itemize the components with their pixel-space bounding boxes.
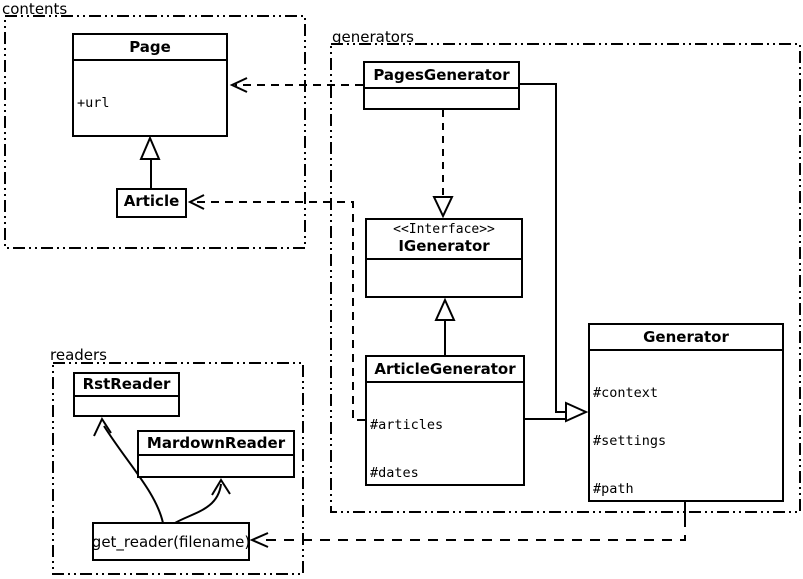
class-name-igenerator: IGenerator [398, 237, 490, 255]
class-box-rstreader: RstReader +read() [73, 372, 180, 417]
class-attributes-pagesgenerator: #pages [365, 87, 518, 108]
class-box-mardownreader: MardownReader +read() [137, 430, 295, 478]
package-border-generators [330, 43, 801, 513]
class-box-igenerator: <<Interface>> IGenerator +generate_conte… [365, 218, 523, 298]
realization-triangle-igenerator [432, 196, 454, 219]
attribute: #settings [593, 433, 667, 449]
class-methods-igenerator: +generate_context() +generate_output() [367, 258, 521, 296]
class-header-igenerator: <<Interface>> IGenerator [367, 220, 521, 258]
arrowhead-mardownreader [211, 478, 231, 496]
attribute: #path [593, 481, 634, 497]
edge-getreader-to-mardownreader [174, 483, 222, 524]
attribute: #context [593, 385, 659, 401]
class-box-pagesgenerator: PagesGenerator #pages [363, 61, 520, 110]
package-label-generators: generators [332, 28, 414, 46]
package-border-contents [4, 15, 306, 249]
inheritance-triangle-igenerator [434, 297, 456, 321]
edge-articlegenerator-to-generator [524, 412, 567, 420]
inheritance-triangle-generator [565, 401, 589, 423]
open-arrowhead-article [187, 194, 205, 210]
class-box-article: Article [116, 188, 187, 218]
attribute: #dates [370, 465, 419, 481]
stereotype-interface: <<Interface>> [393, 222, 495, 237]
class-box-generator: Generator #context #settings #path #them… [588, 323, 784, 502]
class-box-articlegenerator: ArticleGenerator #articles #dates #tags … [365, 355, 525, 486]
node-label-getreader: get_reader(filename) [92, 532, 250, 551]
node-box-getreader: get_reader(filename) [92, 522, 250, 561]
class-box-page: Page +url +slug +summary +check_properti… [72, 33, 228, 137]
class-methods-mardownreader: +read() [139, 454, 293, 476]
package-label-readers: readers [50, 346, 107, 364]
class-name-mardownreader: MardownReader [146, 434, 286, 452]
edge-pagesgenerator-to-generator [519, 83, 566, 413]
class-attributes-articlegenerator: #articles #dates #tags #categories [367, 381, 523, 484]
package-border-readers [52, 362, 304, 575]
class-name-rstreader: RstReader [82, 375, 171, 393]
open-arrowhead-getreader [249, 532, 269, 548]
open-arrowhead-page [229, 77, 248, 93]
class-name-articlegenerator: ArticleGenerator [374, 360, 516, 378]
attribute: +url [77, 95, 110, 111]
edge-articlegenerator-to-article [196, 201, 365, 421]
arrowhead-rstreader [93, 416, 112, 437]
class-attributes-generator: #context #settings #path #theme #output_… [590, 349, 782, 500]
class-name-generator: Generator [643, 328, 729, 346]
class-methods-rstreader: +read() [75, 395, 178, 415]
class-name-pagesgenerator: PagesGenerator [373, 66, 510, 84]
method: +generate_context() [370, 294, 521, 296]
attribute: #articles [370, 417, 444, 433]
edge-generator-to-getreader [258, 517, 686, 541]
class-attributes-page: +url +slug +summary [74, 59, 226, 135]
class-name-article: Article [123, 192, 180, 210]
class-name-page: Page [129, 38, 171, 56]
inheritance-triangle-page [139, 135, 161, 160]
package-label-contents: contents [2, 0, 68, 18]
